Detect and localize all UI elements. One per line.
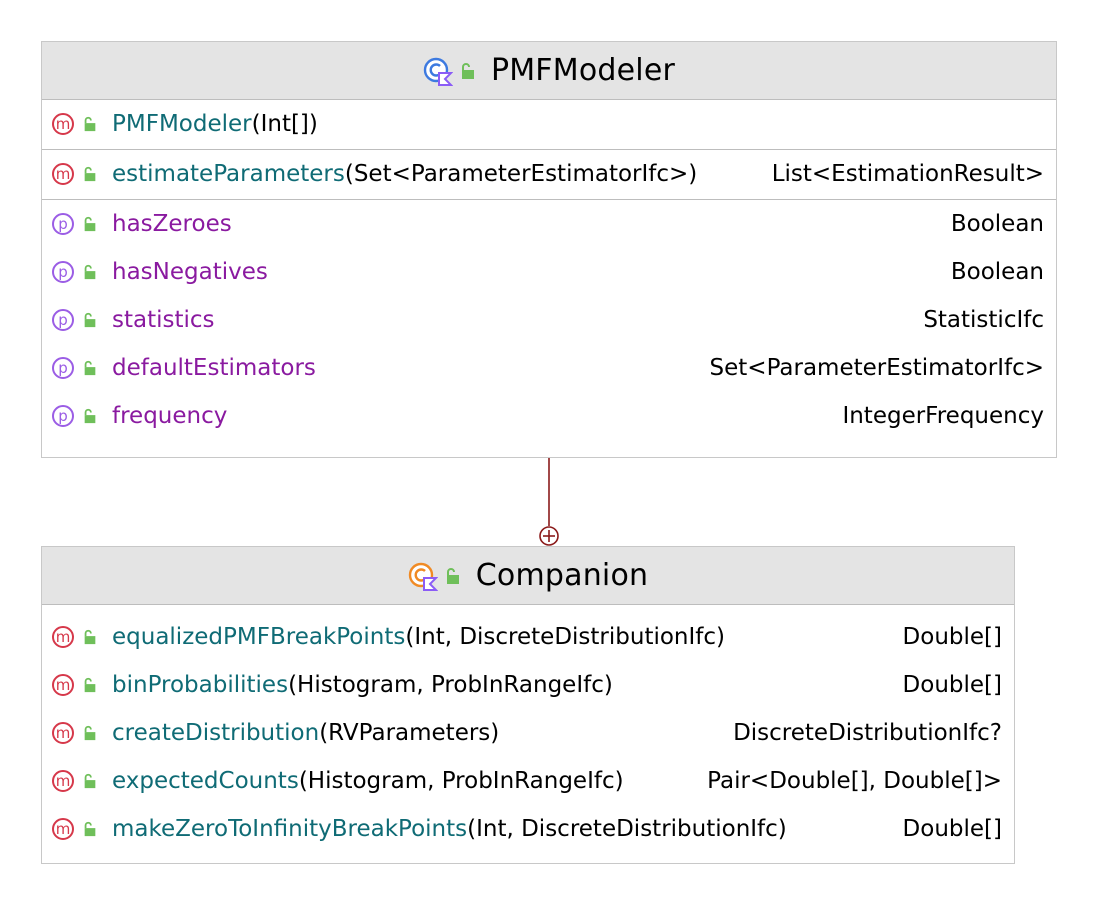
constructor-params: (Int[]) — [251, 111, 318, 137]
property-icon: p — [52, 309, 74, 331]
class-title: PMFModeler — [490, 53, 676, 88]
public-unlock-icon — [82, 264, 98, 280]
public-unlock-icon — [82, 773, 98, 789]
method-params: (Histogram, ProbInRangeIfc) — [288, 672, 613, 698]
method-name: expectedCounts — [112, 768, 299, 794]
method-params: (Histogram, ProbInRangeIfc) — [298, 768, 624, 794]
properties-section: p hasZeroes Boolean p hasNegatives Boole… — [42, 200, 1056, 440]
method-icon: m — [52, 818, 74, 840]
method-return-type: Double[] — [902, 624, 1002, 650]
method-icon: m — [52, 770, 74, 792]
method-icon: m — [52, 113, 74, 135]
property-row[interactable]: p statistics StatisticIfc — [42, 296, 1056, 344]
property-name: defaultEstimators — [112, 355, 316, 381]
method-row[interactable]: m createDistribution (RVParameters) Disc… — [42, 709, 1014, 757]
property-name: statistics — [112, 307, 215, 333]
public-unlock-icon — [82, 725, 98, 741]
property-type: IntegerFrequency — [842, 403, 1044, 429]
method-return-type: DiscreteDistributionIfc? — [733, 720, 1002, 746]
public-unlock-icon — [459, 62, 477, 80]
public-unlock-icon — [82, 216, 98, 232]
method-name: makeZeroToInfinityBreakPoints — [112, 816, 468, 842]
property-type: Set<ParameterEstimatorIfc> — [709, 355, 1044, 381]
method-return-type: Double[] — [902, 672, 1002, 698]
public-unlock-icon — [82, 166, 98, 182]
method-row[interactable]: m expectedCounts (Histogram, ProbInRange… — [42, 757, 1014, 805]
method-row[interactable]: m equalizedPMFBreakPoints (Int, Discrete… — [42, 613, 1014, 661]
method-icon: m — [52, 626, 74, 648]
class-title: Companion — [475, 558, 649, 593]
property-row[interactable]: p frequency IntegerFrequency — [42, 392, 1056, 440]
public-unlock-icon — [444, 567, 462, 585]
property-icon: p — [52, 213, 74, 235]
class-header[interactable]: Companion — [42, 547, 1014, 605]
method-params: (RVParameters) — [319, 720, 500, 746]
public-unlock-icon — [82, 360, 98, 376]
method-params: (Int, DiscreteDistributionIfc) — [405, 624, 726, 650]
methods-section: m equalizedPMFBreakPoints (Int, Discrete… — [42, 605, 1014, 853]
method-icon: m — [52, 674, 74, 696]
property-name: frequency — [112, 403, 228, 429]
method-params: (Int, DiscreteDistributionIfc) — [467, 816, 787, 842]
constructor-row[interactable]: m PMFModeler (Int[]) — [42, 100, 1056, 148]
property-row[interactable]: p hasZeroes Boolean — [42, 200, 1056, 248]
property-icon: p — [52, 357, 74, 379]
method-params: (Set<ParameterEstimatorIfc>) — [344, 161, 698, 187]
public-unlock-icon — [82, 408, 98, 424]
property-type: StatisticIfc — [923, 307, 1044, 333]
method-name: equalizedPMFBreakPoints — [112, 624, 406, 650]
kotlin-class-icon — [423, 56, 453, 86]
method-row[interactable]: m binProbabilities (Histogram, ProbInRan… — [42, 661, 1014, 709]
public-unlock-icon — [82, 821, 98, 837]
property-name: hasNegatives — [112, 259, 268, 285]
method-name: createDistribution — [112, 720, 320, 746]
method-return-type: Pair<Double[], Double[]> — [707, 768, 1002, 794]
class-header[interactable]: PMFModeler — [42, 42, 1056, 100]
nested-class-connector-icon — [539, 526, 559, 546]
public-unlock-icon — [82, 677, 98, 693]
method-return-type: Double[] — [902, 816, 1002, 842]
method-name: estimateParameters — [112, 161, 345, 187]
kotlin-object-icon — [408, 561, 438, 591]
public-unlock-icon — [82, 312, 98, 328]
property-type: Boolean — [950, 259, 1044, 285]
method-row[interactable]: m makeZeroToInfinityBreakPoints (Int, Di… — [42, 805, 1014, 853]
property-icon: p — [52, 261, 74, 283]
property-row[interactable]: p defaultEstimators Set<ParameterEstimat… — [42, 344, 1056, 392]
property-icon: p — [52, 405, 74, 427]
method-row[interactable]: m estimateParameters (Set<ParameterEstim… — [42, 150, 1056, 198]
constructor-name: PMFModeler — [112, 111, 252, 137]
method-icon: m — [52, 722, 74, 744]
property-row[interactable]: p hasNegatives Boolean — [42, 248, 1056, 296]
property-type: Boolean — [950, 211, 1044, 237]
method-name: binProbabilities — [112, 672, 289, 698]
public-unlock-icon — [82, 629, 98, 645]
method-icon: m — [52, 163, 74, 185]
property-name: hasZeroes — [112, 211, 232, 237]
methods-section: m estimateParameters (Set<ParameterEstim… — [42, 150, 1056, 200]
class-box-pmfmodeler[interactable]: PMFModeler m PMFModeler (Int[]) m estima… — [41, 41, 1057, 458]
constructors-section: m PMFModeler (Int[]) — [42, 100, 1056, 150]
public-unlock-icon — [82, 116, 98, 132]
method-return-type: List<EstimationResult> — [771, 161, 1044, 187]
class-box-companion[interactable]: Companion m equalizedPMFBreakPoints (Int… — [41, 546, 1015, 864]
